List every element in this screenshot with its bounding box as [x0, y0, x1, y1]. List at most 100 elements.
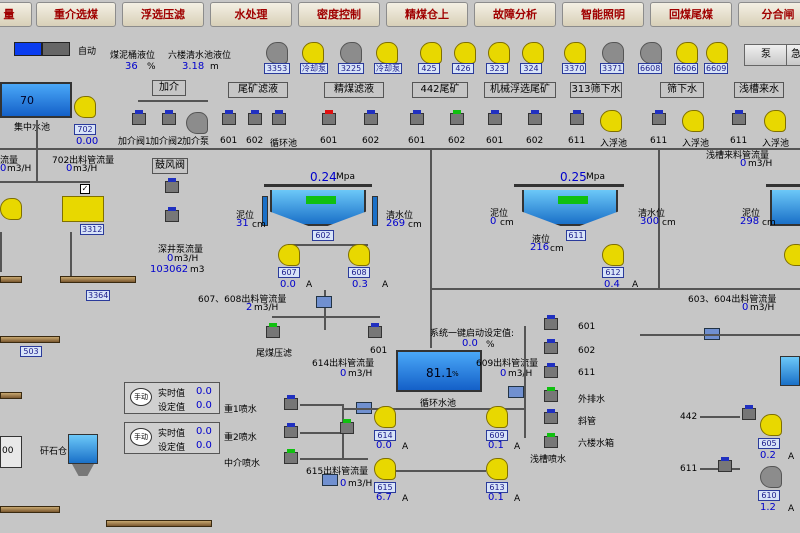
valve-icon[interactable] [266, 323, 280, 338]
one-key-value[interactable]: 0.0 [462, 338, 478, 349]
pump-icon[interactable] [760, 466, 782, 488]
valve-icon[interactable] [284, 449, 298, 464]
tab-flotation-filter[interactable]: 浮选压滤 [122, 2, 204, 27]
pump-icon[interactable] [522, 42, 544, 64]
tab-return-coal[interactable]: 回煤尾煤 [650, 2, 732, 27]
pump-icon[interactable] [74, 96, 96, 118]
pump-icon[interactable] [486, 406, 508, 428]
tab-density-control[interactable]: 密度控制 [298, 2, 380, 27]
pump-icon[interactable] [374, 406, 396, 428]
valve-icon[interactable] [488, 110, 502, 125]
valve-icon[interactable] [322, 110, 336, 125]
valve-icon[interactable] [450, 110, 464, 125]
tab-smart-lighting[interactable]: 智能照明 [562, 2, 644, 27]
dosing-title[interactable]: 加介 [152, 80, 186, 96]
mode-knob[interactable]: 手动 [130, 428, 152, 446]
valve-icon[interactable] [544, 339, 558, 354]
pump-icon[interactable] [186, 112, 208, 134]
thickener3-mud: 298 [740, 216, 760, 227]
valve-icon[interactable] [284, 395, 298, 410]
pump-button[interactable]: 泵 [744, 44, 788, 66]
pump-icon[interactable] [676, 42, 698, 64]
pump-icon[interactable] [278, 244, 300, 266]
pump-icon[interactable] [600, 110, 622, 132]
tab-fault-analysis[interactable]: 故障分析 [474, 2, 556, 27]
valve-icon[interactable] [544, 363, 558, 378]
section-title[interactable]: 筛下水 [660, 82, 704, 98]
pump-icon[interactable] [640, 42, 662, 64]
flowmeter-icon[interactable] [322, 474, 338, 486]
conveyor-belt [0, 506, 60, 513]
valve-icon[interactable] [368, 323, 382, 338]
valve-icon[interactable] [364, 110, 378, 125]
flowmeter-icon[interactable] [316, 296, 332, 308]
section-title[interactable]: 尾矿滤液 [228, 82, 288, 98]
thickener2-mud-label: 泥位 [490, 209, 509, 219]
valve-icon[interactable] [222, 110, 236, 125]
pump-icon[interactable] [302, 42, 324, 64]
valve-icon[interactable] [340, 419, 354, 434]
valve-icon[interactable] [132, 110, 146, 125]
pump-icon[interactable] [454, 42, 476, 64]
set-value[interactable]: 0.0 [196, 440, 212, 451]
tab-clean-coal-bin[interactable]: 精煤仓上 [386, 2, 468, 27]
valve-icon[interactable] [544, 387, 558, 402]
pump-icon[interactable] [602, 42, 624, 64]
valve-icon[interactable] [544, 409, 558, 424]
valve-icon[interactable] [162, 110, 176, 125]
pump-icon[interactable] [488, 42, 510, 64]
pump-icon[interactable] [564, 42, 586, 64]
tab-breaker[interactable]: 分合闸 [738, 2, 800, 27]
section-title[interactable]: 313筛下水 [570, 82, 622, 98]
pump-icon[interactable] [348, 244, 370, 266]
valve-icon[interactable] [718, 457, 732, 472]
tab-water-treatment[interactable]: 水处理 [210, 2, 292, 27]
valve-icon[interactable] [732, 110, 746, 125]
valve-icon[interactable] [544, 433, 558, 448]
pump-icon[interactable] [340, 42, 362, 64]
valve-icon[interactable] [284, 423, 298, 438]
valve-icon[interactable] [165, 178, 179, 193]
flowmeter-icon[interactable] [508, 386, 524, 398]
section-title[interactable]: 机械浮选尾矿 [484, 82, 556, 98]
set-value[interactable]: 0.0 [196, 400, 212, 411]
valve-icon[interactable] [742, 405, 756, 420]
checkbox[interactable]: ✓ [80, 184, 90, 194]
pump-id: 3371 [600, 63, 624, 74]
mode-knob[interactable]: 手动 [130, 388, 152, 406]
valve-icon[interactable] [544, 315, 558, 330]
pump-icon[interactable] [266, 42, 288, 64]
tab-dense-medium[interactable]: 重介选煤 [36, 2, 116, 27]
valve-icon[interactable] [248, 110, 262, 125]
auto-indicator-on[interactable] [14, 42, 42, 56]
pump-id: 605 [758, 438, 780, 449]
pump-icon[interactable] [420, 42, 442, 64]
valve-icon[interactable] [165, 207, 179, 222]
pipe [430, 148, 432, 348]
section-title[interactable]: 442尾矿 [412, 82, 468, 98]
auto-indicator-off[interactable] [42, 42, 70, 56]
blower-title[interactable]: 鼓风阀 [152, 158, 188, 174]
pump-icon[interactable] [376, 42, 398, 64]
section-title[interactable]: 精煤滤液 [324, 82, 384, 98]
pump-icon[interactable] [486, 458, 508, 480]
valve-icon[interactable] [528, 110, 542, 125]
circ-label: 循环水池 [420, 399, 457, 409]
section-title[interactable]: 浅槽来水 [734, 82, 784, 98]
tab-0[interactable]: 量 [0, 2, 32, 27]
pump-icon[interactable] [602, 244, 624, 266]
pump-icon[interactable] [0, 198, 22, 220]
pump-icon[interactable] [764, 110, 786, 132]
filter-press-icon[interactable] [62, 196, 104, 222]
emergency-button[interactable]: 急 [786, 44, 800, 66]
section-item: 入浮池 [762, 139, 790, 149]
pump-icon[interactable] [706, 42, 728, 64]
valve-icon[interactable] [272, 110, 286, 125]
pump-icon[interactable] [784, 244, 800, 266]
valve-icon[interactable] [410, 110, 424, 125]
pump-icon[interactable] [682, 110, 704, 132]
pump-icon[interactable] [760, 414, 782, 436]
valve-icon[interactable] [570, 110, 584, 125]
valve-icon[interactable] [652, 110, 666, 125]
pump-icon[interactable] [374, 458, 396, 480]
